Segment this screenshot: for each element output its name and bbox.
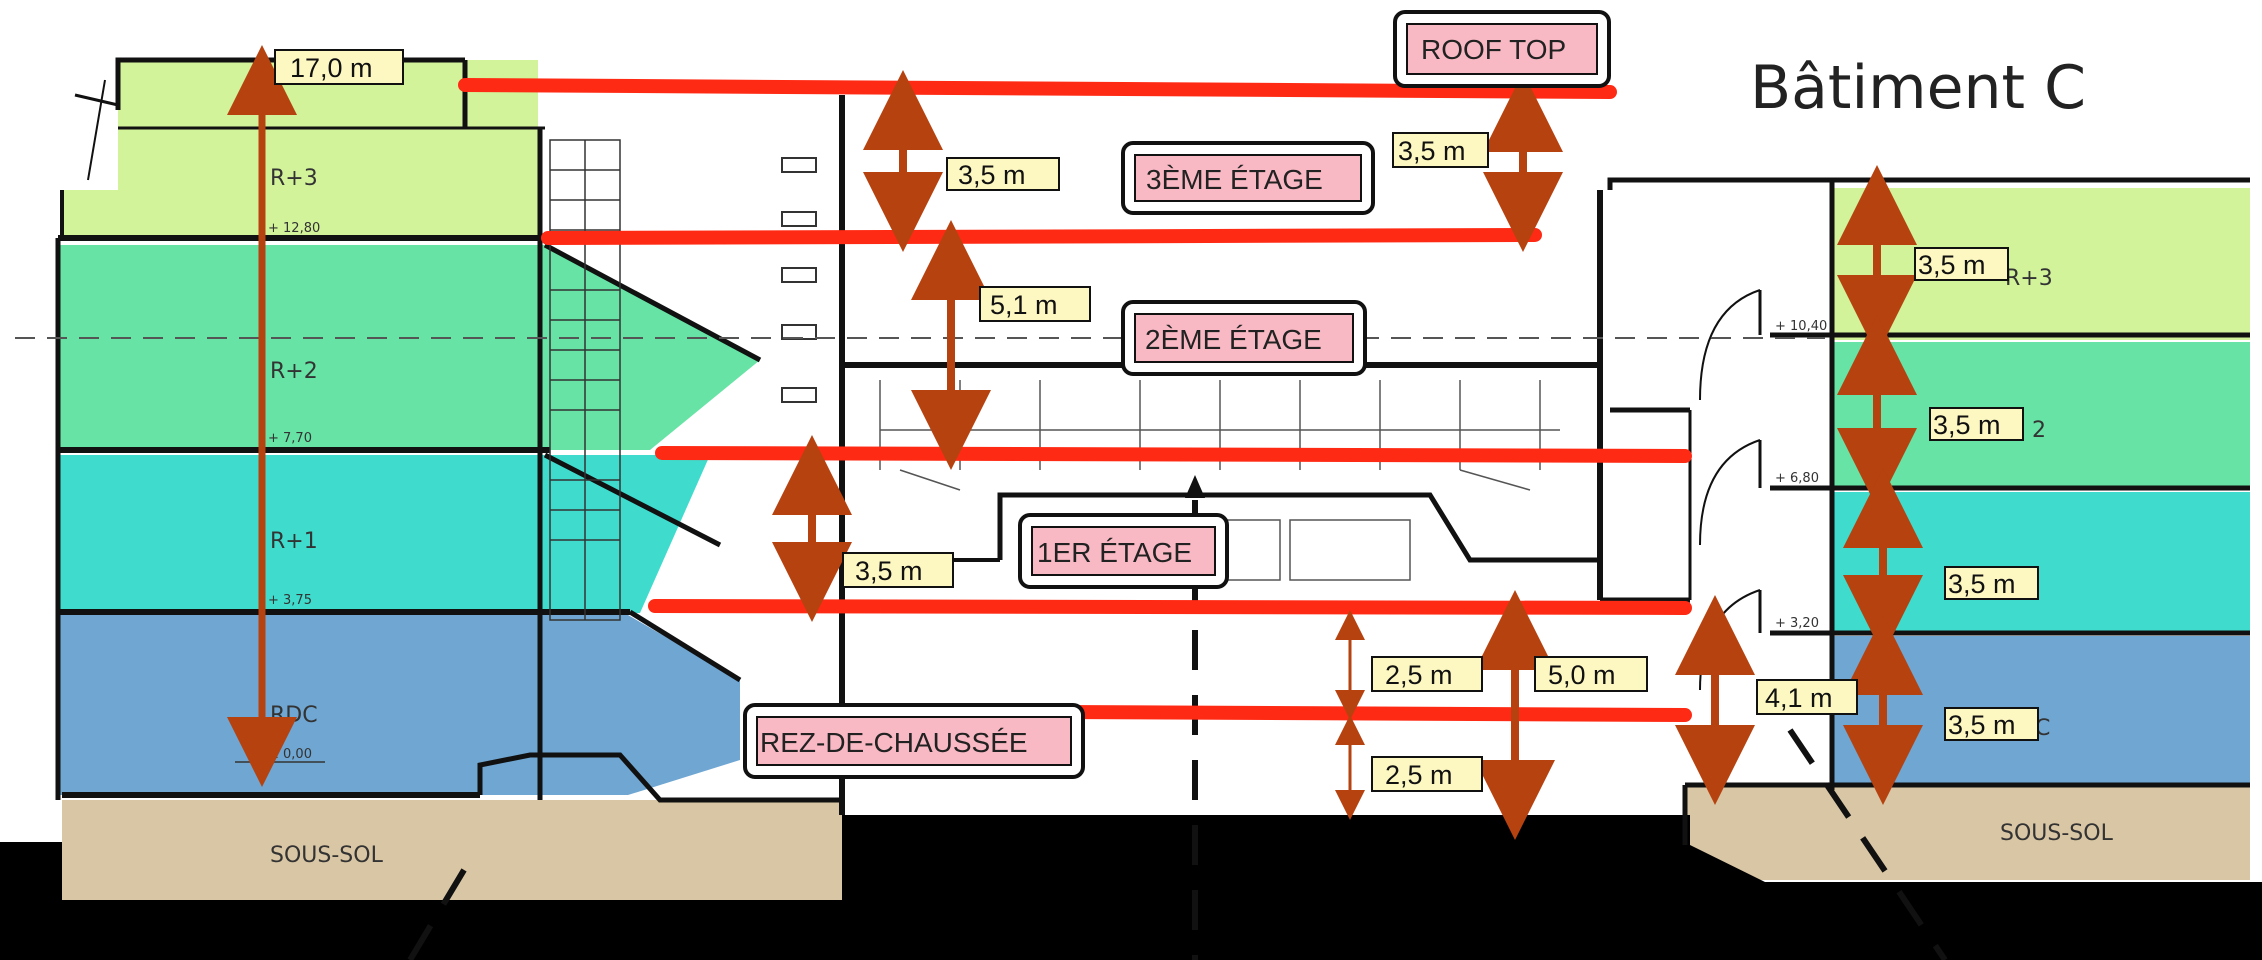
- dim-roof-third-right: 3,5 m: [1398, 136, 1466, 166]
- dim-roof-third-center: 3,5 m: [958, 160, 1026, 190]
- left-rdc-fill: [58, 615, 628, 795]
- right-basement-fill: [1685, 785, 2250, 880]
- dim-total: 17,0 m: [290, 53, 373, 83]
- left-elev-r3: + 12,80: [268, 221, 320, 236]
- level-first: 1ER ÉTAGE: [1037, 537, 1192, 568]
- right-floor-r3-label: R+3: [2005, 266, 2053, 291]
- left-r3-annex-fill: [62, 190, 122, 238]
- building-title: Bâtiment C: [1750, 53, 2086, 123]
- right-elev-r2: + 6,80: [1775, 471, 1819, 486]
- left-floor-r2-label: R+2: [270, 359, 318, 384]
- first-level-line: [648, 599, 1692, 615]
- level-third: 3ÈME ÉTAGE: [1146, 164, 1323, 195]
- left-r2-fill: [58, 245, 548, 450]
- left-entry-line: [407, 858, 473, 960]
- left-rdc-ramp-fill: [628, 615, 740, 795]
- level-labels: ROOF TOP 3ÈME ÉTAGE 2ÈME ÉTAGE 1ER ÉTAGE…: [743, 10, 1611, 779]
- right-basement-label: SOUS-SOL: [2000, 821, 2114, 846]
- left-elev-r2: + 7,70: [268, 431, 312, 446]
- window-slots: [781, 157, 817, 403]
- right-r1-fill: [1832, 492, 2250, 634]
- dim-right-r1: 3,5 m: [1948, 569, 2016, 599]
- dimension-labels: 17,0 m 3,5 m 3,5 m 5,1 m 3,5 m 2,5 m 2,5…: [274, 49, 2039, 792]
- ground-mass-left: [0, 842, 62, 960]
- right-rdc-fill: [1832, 636, 2250, 784]
- left-floor-rdc-label: RDC: [270, 703, 318, 728]
- dim-third-second: 5,1 m: [990, 290, 1058, 320]
- dim-first-basement: 5,0 m: [1548, 660, 1616, 690]
- left-r2-ramp-fill: [548, 245, 760, 450]
- axis-arrow-icon: [1185, 475, 1205, 498]
- left-r1-ramp-fill: [618, 455, 710, 613]
- right-elev-r1: + 3,20: [1775, 616, 1819, 631]
- level-second: 2ÈME ÉTAGE: [1145, 324, 1322, 355]
- dim-right-rdc: 3,5 m: [1948, 710, 2016, 740]
- level-lines: [458, 78, 1692, 722]
- dim-right-r3: 3,5 m: [1918, 250, 1986, 280]
- ground-mass: [0, 815, 2262, 960]
- left-basement-label: SOUS-SOL: [270, 843, 384, 868]
- level-roof-top: ROOF TOP: [1421, 34, 1566, 65]
- dim-right-r2: 3,5 m: [1933, 410, 2001, 440]
- dim-second-first: 3,5 m: [855, 556, 923, 586]
- right-r2-fill: [1832, 342, 2250, 490]
- third-level-line: [541, 228, 1542, 245]
- level-ground: REZ-DE-CHAUSSÉE: [760, 727, 1028, 758]
- left-elev-rdc: ± 0,00: [268, 747, 312, 762]
- right-r3-fill: [1832, 188, 2250, 340]
- entry-dashed-line: [1787, 728, 1948, 960]
- dimension-arrows: [227, 45, 1923, 840]
- left-r1-fill: [58, 455, 618, 613]
- left-elev-r1: + 3,75: [268, 593, 312, 608]
- dim-first-ground-lower: 2,5 m: [1385, 760, 1453, 790]
- ground-level-line: [1053, 705, 1692, 722]
- dim-first-ground-upper: 2,5 m: [1385, 660, 1453, 690]
- roof-level-line: [458, 78, 1617, 99]
- left-basement-fill: [62, 800, 842, 900]
- second-level-line: [655, 446, 1692, 463]
- left-floor-r3-label: R+3: [270, 166, 318, 191]
- right-floor-r2-label: 2: [2032, 418, 2046, 443]
- left-floor-r1-label: R+1: [270, 529, 318, 554]
- left-stair-grid: [549, 139, 621, 621]
- dim-right-entry: 4,1 m: [1765, 683, 1833, 713]
- right-elev-r3: + 10,40: [1775, 319, 1827, 334]
